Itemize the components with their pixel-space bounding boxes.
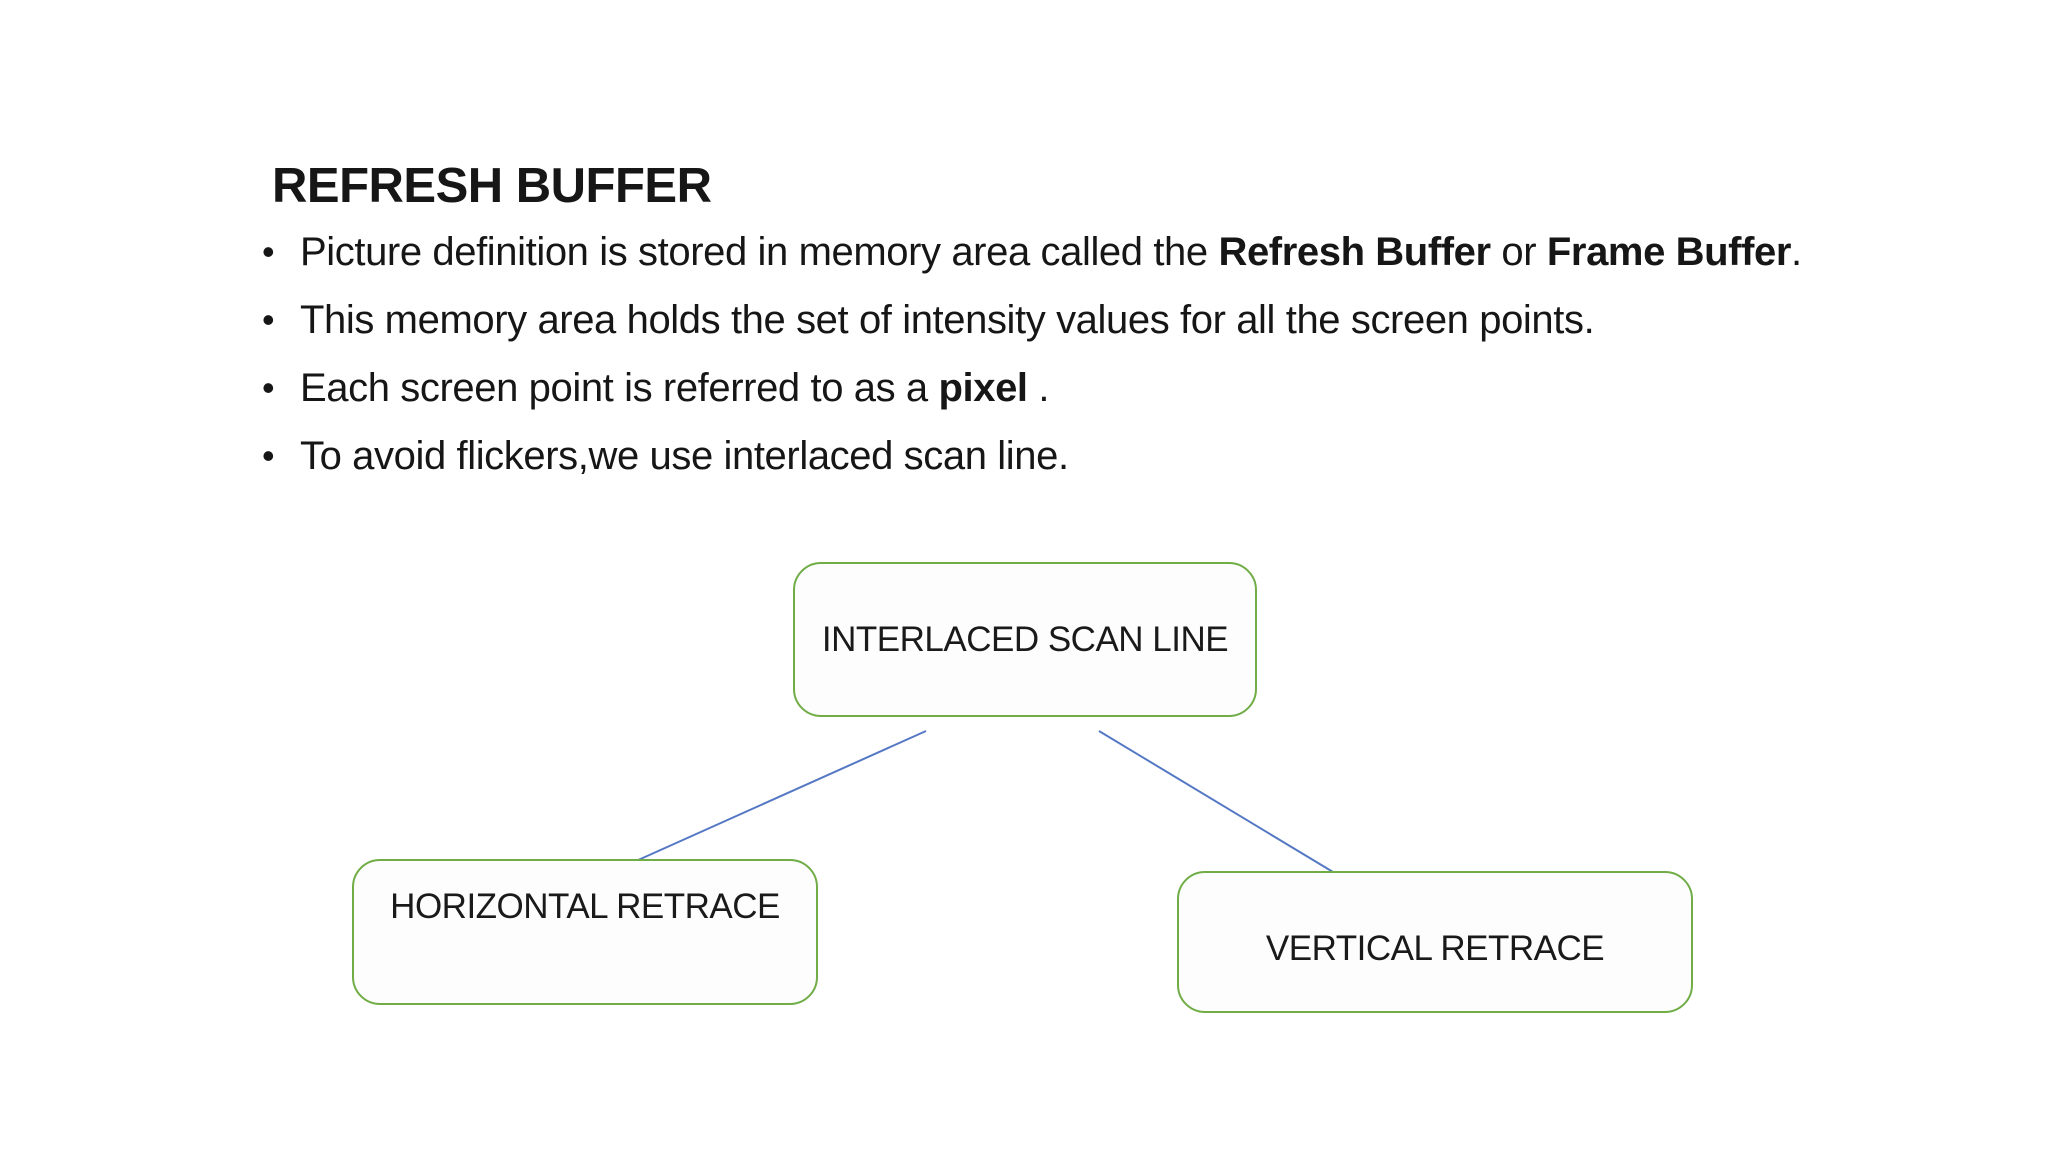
bullet-list: Picture definition is stored in memory a… [262,224,1936,496]
diagram-node-vertical-retrace: VERTICAL RETRACE [1177,871,1693,1013]
bullet-item: This memory area holds the set of intens… [262,292,1936,348]
bullet-text-segment: . [1791,230,1802,274]
bullet-text-segment: Refresh Buffer [1218,230,1491,274]
bullet-text-segment: Each screen point is referred to as a [300,366,939,410]
bullet-item: To avoid flickers,we use interlaced scan… [262,428,1936,484]
node-label: INTERLACED SCAN LINE [821,619,1229,659]
connector-line-left [635,730,927,862]
bullet-item: Picture definition is stored in memory a… [262,224,1936,280]
node-label: HORIZONTAL RETRACE [390,887,780,926]
slide-title: REFRESH BUFFER [272,159,712,213]
bullet-text-segment: Frame Buffer [1546,230,1792,274]
bullet-text-segment: or [1490,230,1547,274]
bullet-item: Each screen point is referred to as a pi… [262,360,1936,416]
bullet-text-segment: . [1027,366,1050,410]
diagram-node-horizontal-retrace: HORIZONTAL RETRACE [352,859,818,1005]
connector-line-right [1098,730,1334,873]
bullet-text-segment: To avoid flickers,we use interlaced scan… [300,434,1069,478]
node-label: VERTICAL RETRACE [1265,929,1605,968]
bullet-text-segment: This memory area holds the set of intens… [300,298,1595,342]
bullet-text-segment: Picture definition is stored in memory a… [300,230,1219,274]
diagram-node-interlaced-scan-line: INTERLACED SCAN LINE [793,562,1257,717]
bullet-text-segment: pixel [938,366,1028,410]
